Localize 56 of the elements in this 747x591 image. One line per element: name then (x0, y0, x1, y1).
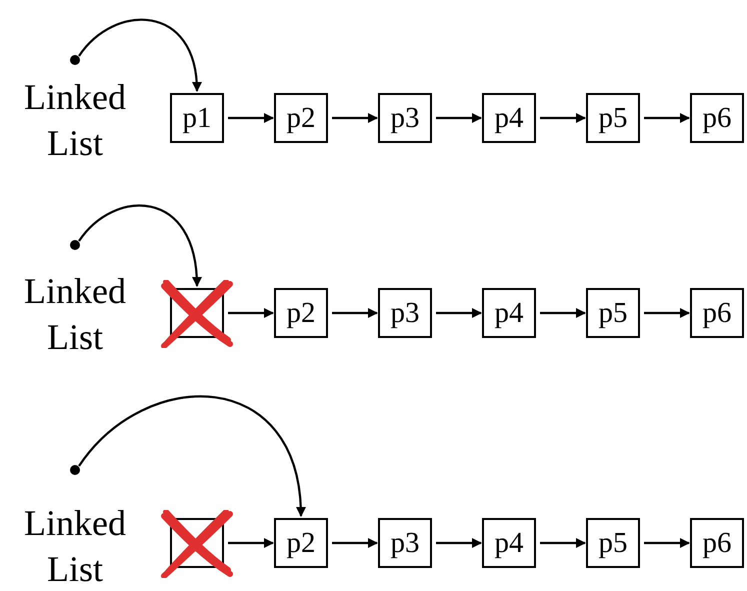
list-title: Linked List (23, 270, 127, 359)
list-node-box (274, 93, 328, 143)
list-node-box (690, 93, 744, 143)
arrow (644, 113, 690, 123)
arrow (78, 18, 202, 92)
node-label: p4 (494, 104, 524, 132)
list-node-box (586, 518, 640, 568)
arrow (332, 308, 378, 318)
node-label: p4 (494, 528, 524, 558)
node-label: p3 (390, 104, 420, 132)
list-node-box (690, 288, 744, 338)
list-node-box (482, 518, 536, 568)
list-node-box (378, 518, 432, 568)
node-label: p2 (286, 528, 316, 558)
list-node-box (378, 288, 432, 338)
arrow (540, 308, 586, 318)
arrow (436, 308, 482, 318)
pointer-dot (70, 465, 80, 475)
list-node-box (378, 93, 432, 143)
arrow (540, 538, 586, 548)
list-node-box (586, 288, 640, 338)
arrow (78, 204, 202, 287)
node-label: p2 (286, 298, 316, 328)
arrow (228, 308, 274, 318)
arrow (228, 538, 274, 548)
node-label: p3 (390, 528, 420, 558)
node-label: p5 (598, 528, 628, 558)
arrow (644, 538, 690, 548)
arrow (436, 538, 482, 548)
node-label: p5 (598, 298, 628, 328)
node-label: p6 (702, 298, 732, 328)
arrow (228, 113, 274, 123)
list-node-box (482, 288, 536, 338)
list-node-box (170, 93, 224, 143)
arrow (540, 113, 586, 123)
list-node-box (690, 518, 744, 568)
list-node-box (482, 93, 536, 143)
list-title: Linked List (23, 76, 127, 165)
node-label: p6 (702, 104, 732, 132)
node-label: p6 (702, 528, 732, 558)
arrow (436, 113, 482, 123)
node-label: p4 (494, 298, 524, 328)
list-node-box (274, 518, 328, 568)
node-label: p5 (598, 104, 628, 132)
list-node-box (586, 93, 640, 143)
pointer-dot (70, 55, 80, 65)
node-label: p3 (390, 298, 420, 328)
arrow (332, 113, 378, 123)
arrow (332, 538, 378, 548)
pointer-dot (70, 240, 80, 250)
arrow (644, 308, 690, 318)
list-node-box (274, 288, 328, 338)
node-label: p1 (182, 104, 212, 132)
node-label: p2 (286, 104, 316, 132)
list-title: Linked List (23, 502, 127, 591)
arrow (78, 396, 306, 517)
